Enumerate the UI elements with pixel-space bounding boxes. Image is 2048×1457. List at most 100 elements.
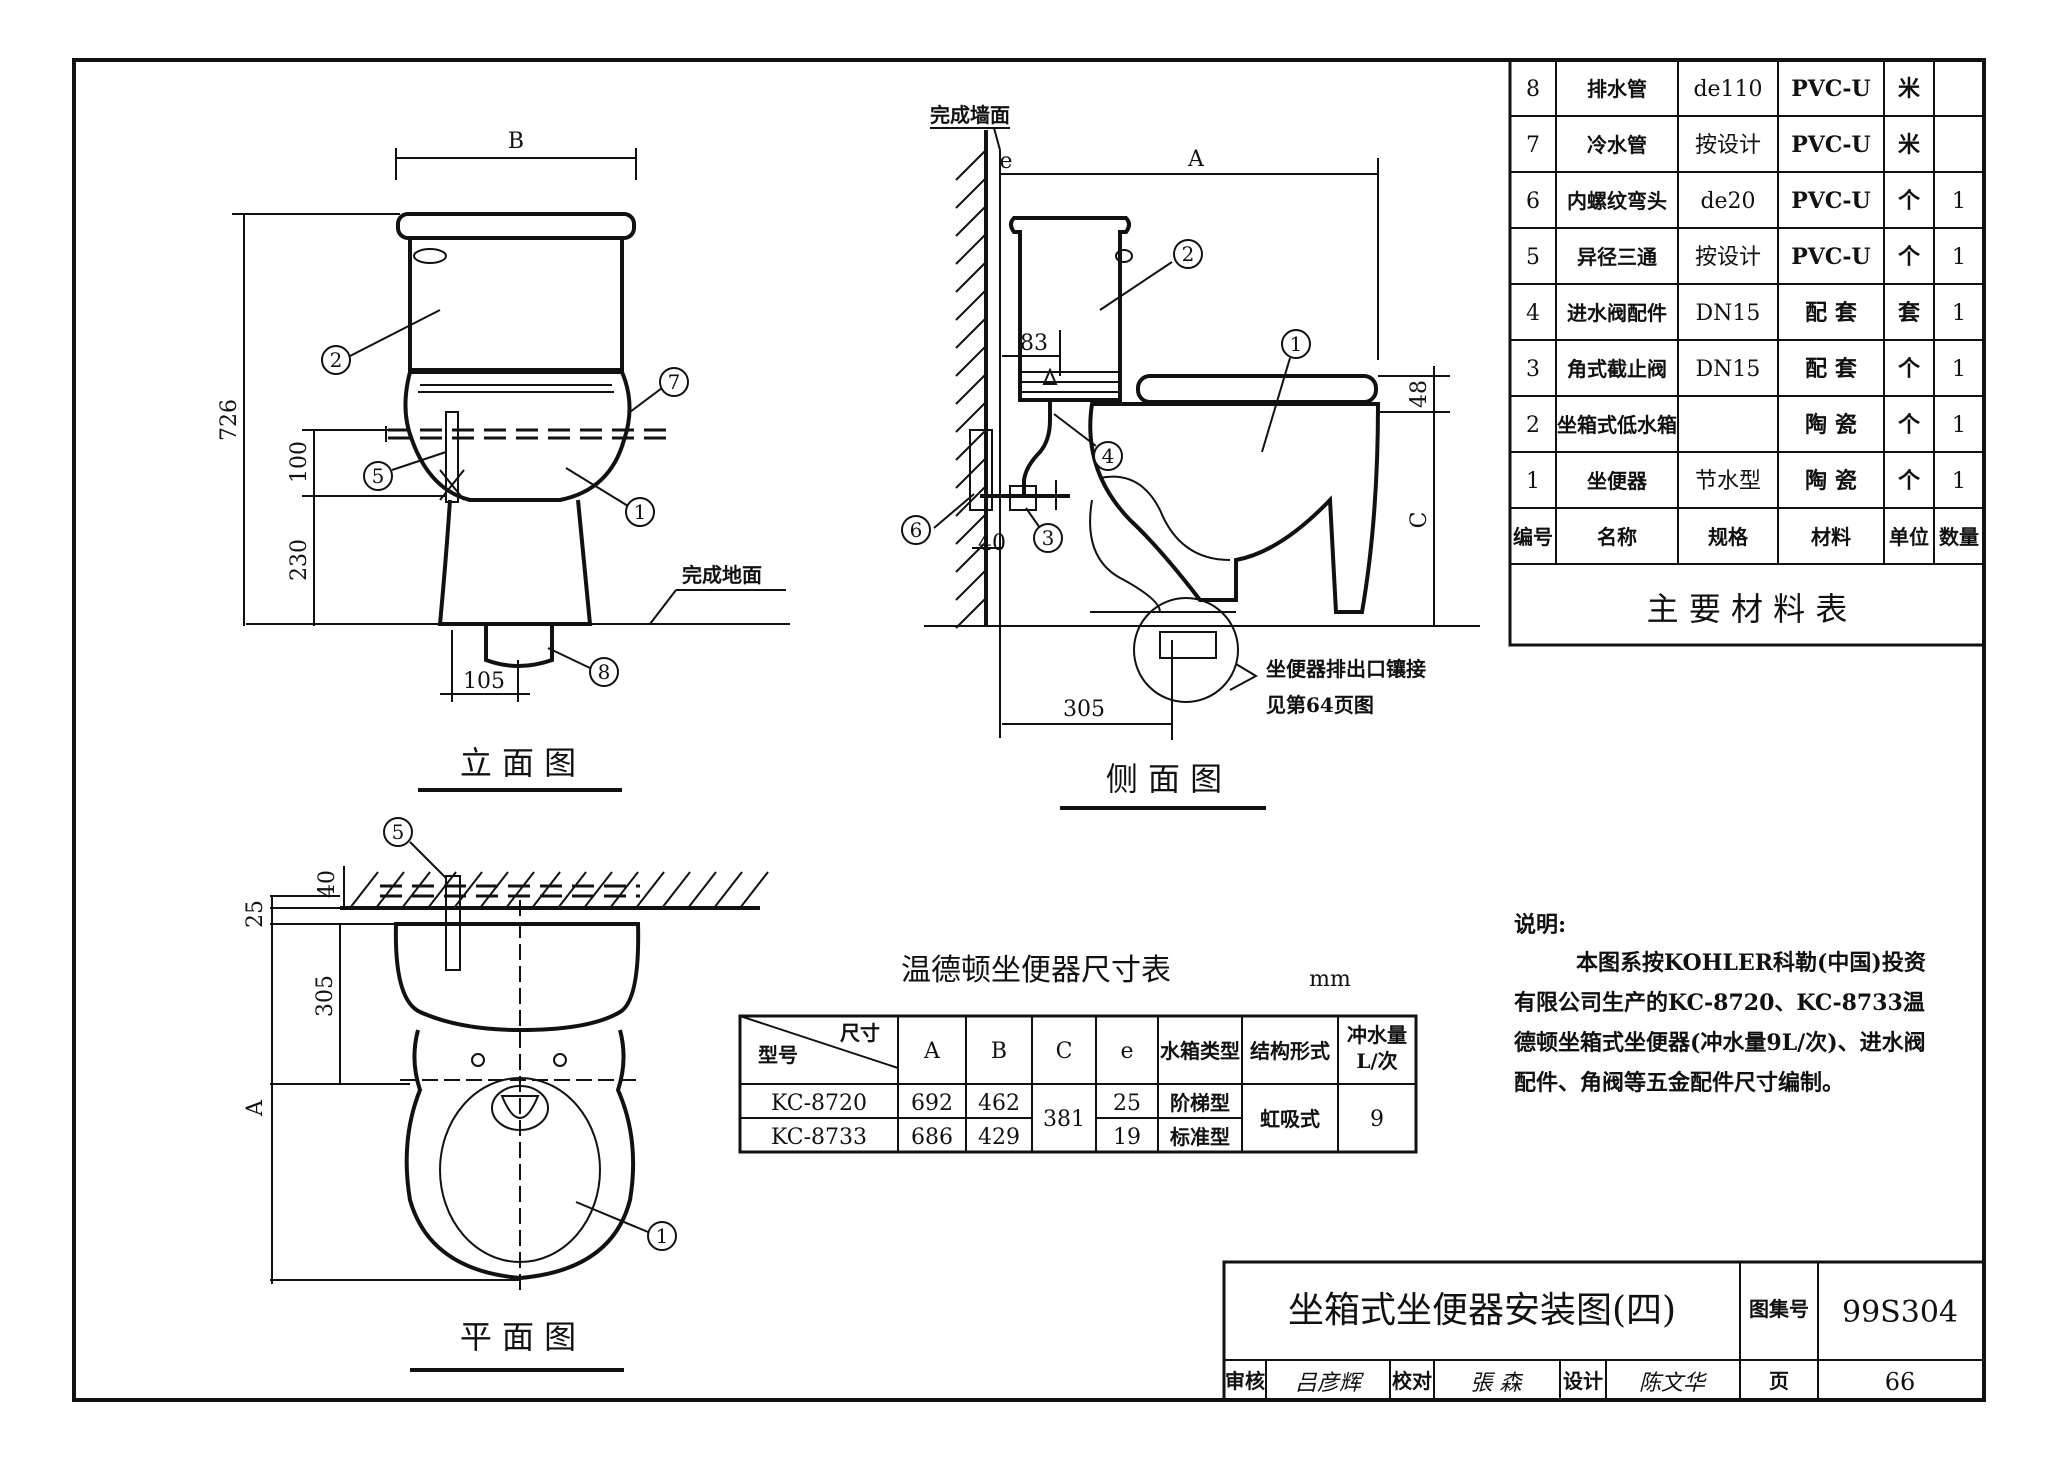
materials-row-1-spec: 节水型 xyxy=(1695,469,1761,494)
materials-row-8-unit: 米 xyxy=(1898,76,1921,102)
size-row-0-model: KC-8720 xyxy=(771,1091,867,1116)
callout-2-side: 2 xyxy=(1182,242,1195,266)
materials-row-5-name: 异径三通 xyxy=(1577,245,1657,269)
size-row-1-tank: 标准型 xyxy=(1170,1125,1230,1149)
drawing-title: 坐箱式坐便器安装图(四) xyxy=(1288,1290,1676,1331)
callout-7-elev: 7 xyxy=(668,370,681,394)
size-table-corner-bottom: 型号 xyxy=(758,1043,798,1067)
materials-row-5-no: 5 xyxy=(1526,245,1540,270)
materials-row-3-spec: DN15 xyxy=(1696,357,1761,382)
materials-row-7-no: 7 xyxy=(1526,133,1540,158)
notes-line-2: 有限公司生产的KC-8720、KC-8733温 xyxy=(1514,990,1925,1016)
dim-83: 83 xyxy=(1020,331,1048,356)
size-row-0-A: 692 xyxy=(911,1091,953,1116)
size-row-0-e: 25 xyxy=(1113,1091,1141,1116)
size-table-corner-top: 尺寸 xyxy=(840,1021,880,1045)
dim-305-plan: 305 xyxy=(313,975,338,1017)
materials-row-2-unit: 个 xyxy=(1898,412,1921,438)
size-header-4: 水箱类型 xyxy=(1160,1039,1240,1063)
outlet-note-2: 见第64页图 xyxy=(1266,693,1374,717)
dim-305-side: 305 xyxy=(1063,697,1105,722)
materials-row-5-material: PVC-U xyxy=(1791,244,1870,270)
dim-105: 105 xyxy=(463,669,505,694)
materials-row-6-unit: 个 xyxy=(1898,188,1921,214)
materials-row-6-name: 内螺纹弯头 xyxy=(1567,189,1667,213)
materials-row-8-no: 8 xyxy=(1526,77,1540,102)
callout-4-side: 4 xyxy=(1102,444,1115,468)
callout-1-elev: 1 xyxy=(634,500,647,524)
notes-line-1: 本图系按KOHLER科勒(中国)投资 xyxy=(1576,950,1926,976)
materials-row-3-no: 3 xyxy=(1526,357,1540,382)
review-signature: 吕彦辉 xyxy=(1295,1371,1365,1396)
materials-row-5-qty: 1 xyxy=(1952,245,1966,270)
size-header-5: 结构形式 xyxy=(1250,1039,1330,1063)
callout-5-plan: 5 xyxy=(392,820,405,844)
callout-8-elev: 8 xyxy=(598,660,611,684)
review-label: 审核 xyxy=(1225,1369,1265,1393)
materials-row-6-no: 6 xyxy=(1526,189,1540,214)
materials-row-7-name: 冷水管 xyxy=(1587,133,1647,157)
materials-row-7-material: PVC-U xyxy=(1791,132,1870,158)
callout-3-side: 3 xyxy=(1042,526,1055,550)
dim-100: 100 xyxy=(287,441,312,483)
materials-row-1-material: 陶 瓷 xyxy=(1805,468,1857,494)
materials-row-2-no: 2 xyxy=(1526,413,1540,438)
callout-1-side: 1 xyxy=(1290,332,1303,356)
materials-row-8-spec: de110 xyxy=(1693,77,1762,102)
dim-230: 230 xyxy=(287,539,312,581)
materials-header-material: 材料 xyxy=(1811,525,1851,549)
elevation-view: B 完成地面 726 100 230 xyxy=(217,129,790,792)
design-label: 设计 xyxy=(1563,1369,1603,1393)
atlas-label: 图集号 xyxy=(1749,1297,1809,1321)
elevation-view-title: 立 面 图 xyxy=(460,744,576,782)
dim-e: e xyxy=(999,149,1012,174)
outlet-note-1: 坐便器排出口镶接 xyxy=(1266,657,1426,681)
check-label: 校对 xyxy=(1392,1369,1432,1393)
materials-row-4-spec: DN15 xyxy=(1696,301,1761,326)
materials-row-6-material: PVC-U xyxy=(1791,188,1870,214)
materials-row-1-name: 坐便器 xyxy=(1587,469,1648,493)
size-row-1-model: KC-8733 xyxy=(771,1125,867,1150)
notes-line-3: 德顿坐箱式坐便器(冲水量9L/次)、进水阀 xyxy=(1514,1030,1926,1056)
dim-B-elev: B xyxy=(508,129,524,154)
callout-1-plan: 1 xyxy=(656,1224,669,1248)
dim-726: 726 xyxy=(217,399,242,441)
notes-heading: 说明: xyxy=(1514,912,1566,938)
dim-25-plan: 25 xyxy=(243,900,268,928)
materials-row-8-name: 排水管 xyxy=(1587,77,1647,101)
size-header-3: e xyxy=(1120,1039,1133,1064)
materials-header-spec: 规格 xyxy=(1708,525,1749,549)
size-table-title: 温德顿坐便器尺寸表 xyxy=(901,953,1171,988)
finished-floor-label: 完成地面 xyxy=(682,563,762,587)
size-header-flush-0: 冲水量 xyxy=(1347,1023,1407,1047)
check-signature: 張 森 xyxy=(1471,1371,1524,1396)
page-number: 66 xyxy=(1885,1368,1916,1396)
materials-row-4-name: 进水阀配件 xyxy=(1567,301,1667,325)
dim-C: C xyxy=(1407,512,1432,529)
materials-row-1-unit: 个 xyxy=(1898,468,1921,494)
title-block: 坐箱式坐便器安装图(四) 图集号 99S304 审核 吕彦辉 校对 張 森 设计… xyxy=(1222,1260,1986,1402)
size-row-0-B: 462 xyxy=(978,1091,1020,1116)
plan-view-title: 平 面 图 xyxy=(460,1318,576,1356)
materials-row-6-qty: 1 xyxy=(1952,189,1966,214)
materials-row-5-spec: 按设计 xyxy=(1695,245,1761,270)
materials-row-3-unit: 个 xyxy=(1898,356,1921,382)
materials-row-4-material: 配 套 xyxy=(1805,300,1857,326)
size-row-1-B: 429 xyxy=(978,1125,1020,1150)
size-table-unit: mm xyxy=(1309,967,1351,992)
sheet-border xyxy=(72,58,1986,1402)
side-view-title: 侧 面 图 xyxy=(1106,760,1222,798)
callout-2-elev: 2 xyxy=(330,348,343,372)
materials-header-unit: 单位 xyxy=(1889,525,1929,549)
materials-row-1-qty: 1 xyxy=(1952,469,1966,494)
dim-A-side: A xyxy=(1187,147,1205,172)
materials-header-name: 名称 xyxy=(1597,525,1637,549)
materials-row-3-material: 配 套 xyxy=(1805,356,1857,382)
dim-40-side: 40 xyxy=(978,531,1006,556)
callout-6-side: 6 xyxy=(910,518,923,542)
dim-48: 48 xyxy=(1407,380,1432,408)
size-header-flush-1: L/次 xyxy=(1356,1049,1397,1073)
